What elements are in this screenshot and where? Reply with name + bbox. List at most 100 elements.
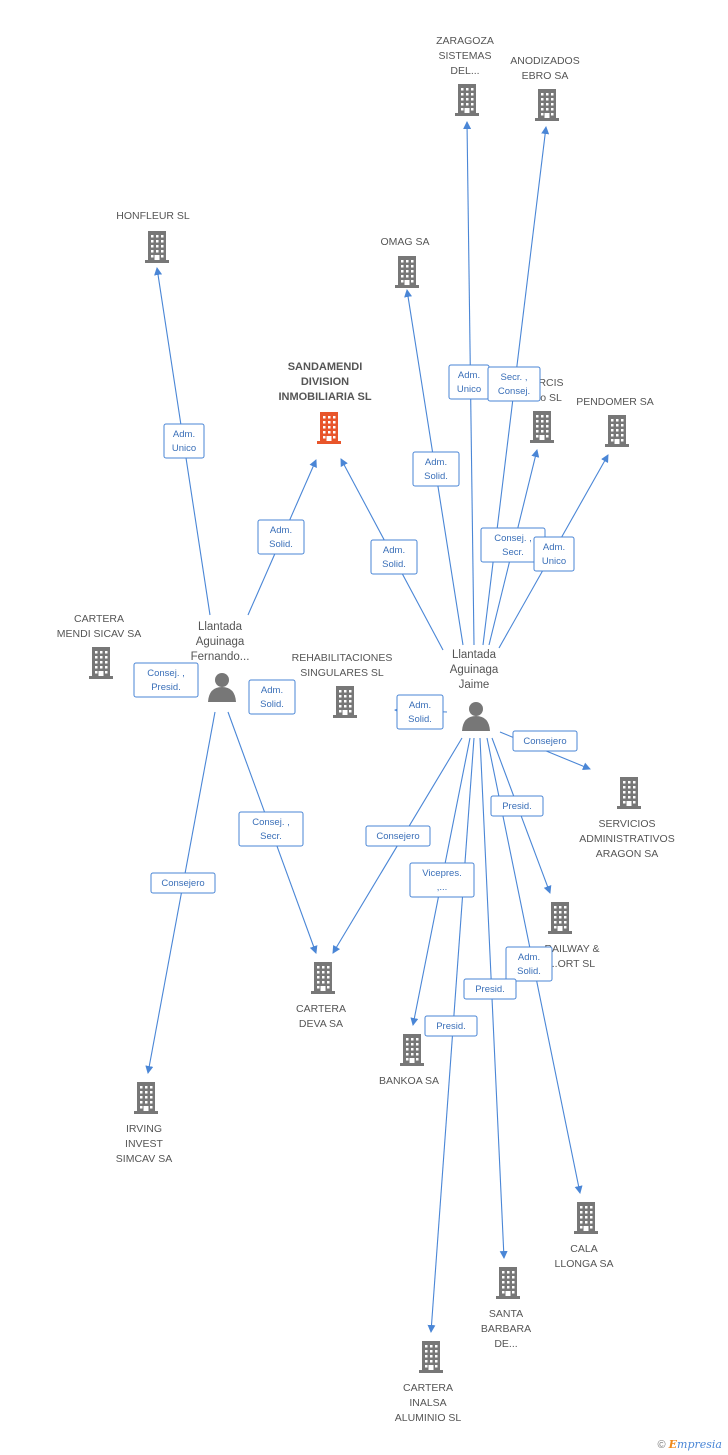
edge-label-text: Presid. bbox=[475, 984, 505, 995]
edge-label-text: Adm. bbox=[270, 525, 292, 536]
edge-label-box bbox=[150, 872, 216, 894]
node-label: EBRO SA bbox=[522, 70, 569, 82]
copyright-symbol: © bbox=[657, 1439, 666, 1451]
building-icon bbox=[89, 647, 113, 679]
node-label: SANDAMENDI bbox=[288, 361, 363, 373]
node-cartera-mendi[interactable]: CARTERA MENDI SICAV SA bbox=[57, 613, 141, 679]
node-label: Jaime bbox=[459, 679, 490, 691]
edge-label-box bbox=[505, 946, 553, 982]
node-label: REHABILITACIONES bbox=[292, 652, 393, 664]
edge-label-box bbox=[412, 451, 460, 487]
edge-label-box bbox=[424, 1015, 478, 1037]
node-bankoa[interactable]: BANKOA SA bbox=[379, 1034, 439, 1087]
node-pendomer[interactable]: PENDOMER SA bbox=[576, 396, 654, 447]
edge-label-box bbox=[365, 825, 431, 847]
node-label: SISTEMAS bbox=[438, 50, 491, 62]
edge-label-box bbox=[487, 366, 541, 402]
empresia-logo: Empresia bbox=[669, 1438, 722, 1451]
node-label: SINGULARES SL bbox=[300, 667, 384, 679]
edge-label-fernando-to-cartera-mendi[interactable]: Consej. , Presid. bbox=[133, 662, 199, 698]
edge-label-jaime-to-cartera-deva[interactable]: Consejero bbox=[365, 825, 431, 847]
edge-label-text: Consej. , bbox=[494, 533, 532, 544]
edge-label-text: Consejero bbox=[523, 736, 566, 747]
edge-label-fernando-to-cartera-deva[interactable]: Consej. ,Secr. bbox=[238, 811, 304, 847]
node-fernando[interactable]: LlantadaAguinagaFernando... bbox=[191, 621, 250, 702]
edge-label-fernando-to-rehabilitaciones[interactable]: Adm.Solid. bbox=[248, 679, 296, 715]
node-label: RAILWAY & bbox=[544, 943, 599, 955]
edge-label-jaime-to-pendomer[interactable]: Adm.Unico bbox=[533, 536, 575, 572]
node-label: INVEST bbox=[125, 1138, 164, 1150]
node-honfleur[interactable]: HONFLEUR SL bbox=[116, 210, 190, 263]
edge-label-box bbox=[463, 978, 517, 1000]
node-omag[interactable]: OMAG SA bbox=[380, 236, 430, 288]
edge-label-text: Unico bbox=[542, 556, 566, 567]
edge-label-text: Consej. , bbox=[252, 817, 290, 828]
edge-label-box bbox=[238, 811, 304, 847]
edge-label-fernando-to-sandamendi[interactable]: Adm.Solid. bbox=[257, 519, 305, 555]
edge-label-jaime-to-omag[interactable]: Adm.Solid. bbox=[412, 451, 460, 487]
edge-label-text: Consej. , bbox=[147, 668, 185, 679]
edge-label-jaime-to-servicios[interactable]: Consejero bbox=[512, 730, 578, 752]
node-label: ZARAGOZA bbox=[436, 35, 494, 47]
node-label: Llantada bbox=[198, 621, 243, 633]
node-label: DIVISION bbox=[301, 376, 349, 388]
node-zaragoza[interactable]: ZARAGOZASISTEMASDEL... bbox=[436, 35, 494, 116]
edge-label-jaime-to-anodizados[interactable]: Secr. ,Consej. bbox=[487, 366, 541, 402]
edge-label-text: Adm. bbox=[458, 370, 480, 381]
edge-label-box bbox=[257, 519, 305, 555]
node-label: CARTERA bbox=[74, 613, 124, 625]
edge-label-text: Adm. bbox=[518, 952, 540, 963]
edge-label-fernando-to-irving[interactable]: Consejero bbox=[150, 872, 216, 894]
node-label: PENDOMER SA bbox=[576, 396, 654, 408]
person-icon bbox=[208, 673, 236, 702]
node-label: CARTERA bbox=[403, 1382, 453, 1394]
edge-label-text: Unico bbox=[457, 384, 481, 395]
edge-label-text: Unico bbox=[172, 443, 196, 454]
edge-label-jaime-to-zaragoza[interactable]: Adm. Unico bbox=[448, 364, 490, 400]
building-icon bbox=[535, 89, 559, 121]
edge-label-jaime-to-cartera-inalsa[interactable]: Presid. bbox=[424, 1015, 478, 1037]
edge-label-jaime-to-rehabilitaciones[interactable]: Adm.Solid. bbox=[396, 694, 444, 730]
edge-label-box bbox=[133, 662, 199, 698]
building-icon bbox=[333, 686, 357, 718]
edge-label-text: Solid. bbox=[260, 699, 284, 710]
edge-label-text: Solid. bbox=[408, 714, 432, 725]
building-icon bbox=[496, 1267, 520, 1299]
edge-label-text: Consejero bbox=[161, 878, 204, 889]
edge-label-jaime-to-railway[interactable]: Presid. bbox=[490, 795, 544, 817]
edge-label-text: Presid. bbox=[151, 682, 181, 693]
node-label: INALSA bbox=[409, 1397, 446, 1409]
node-sandamendi[interactable]: SANDAMENDI DIVISION INMOBILIARIA SL bbox=[278, 361, 372, 444]
node-label: MENDI SICAV SA bbox=[57, 628, 141, 640]
node-label: SANTA bbox=[489, 1308, 523, 1320]
node-label: CALA bbox=[570, 1243, 597, 1255]
node-rehabilitaciones[interactable]: REHABILITACIONES SINGULARES SL bbox=[292, 652, 393, 718]
edge-label-jaime-to-cala-llonga[interactable]: Adm.Solid. bbox=[505, 946, 553, 982]
edge-label-fernando-to-honfleur[interactable]: Adm.Unico bbox=[163, 423, 205, 459]
edge-label-text: Adm. bbox=[383, 545, 405, 556]
node-label: ADMINISTRATIVOS bbox=[579, 833, 674, 845]
edge-label-jaime-to-sandamendi[interactable]: Adm.Solid. bbox=[370, 539, 418, 575]
node-label: DE... bbox=[494, 1338, 517, 1350]
node-railway[interactable]: RAILWAY &...ORT SL bbox=[544, 902, 600, 970]
edge-label-text: ,... bbox=[437, 882, 448, 893]
node-label: INMOBILIARIA SL bbox=[278, 391, 371, 403]
node-label: Aguinaga bbox=[196, 636, 245, 648]
node-label: o SL bbox=[540, 392, 562, 404]
edge-label-jaime-to-santa-barbara[interactable]: Presid. bbox=[463, 978, 517, 1000]
edge-label-text: Solid. bbox=[424, 471, 448, 482]
building-icon bbox=[548, 902, 572, 934]
building-icon bbox=[419, 1341, 443, 1373]
node-santa-barbara[interactable]: SANTABARBARADE... bbox=[481, 1267, 531, 1350]
edge-label-jaime-to-bankoa[interactable]: Vicepres.,... bbox=[409, 862, 475, 898]
